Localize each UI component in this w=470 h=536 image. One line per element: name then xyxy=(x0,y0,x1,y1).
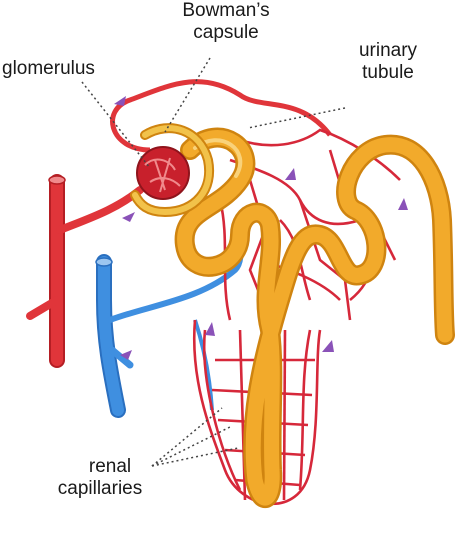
flow-arrow xyxy=(398,198,408,210)
vein-lower-branch xyxy=(108,346,134,369)
flow-arrow xyxy=(122,212,135,222)
tubule-body xyxy=(177,130,453,506)
leader-glomerulus xyxy=(81,81,151,169)
renal-vein xyxy=(95,222,244,418)
label-urinary-tubule-line1: urinary xyxy=(358,40,418,61)
label-glomerulus: glomerulus xyxy=(2,58,95,79)
flow-arrow xyxy=(120,350,132,360)
leader-renal-capillaries-1 xyxy=(151,407,223,467)
glomerulus-coils xyxy=(144,157,181,193)
label-urinary-tubule-line2: tubule xyxy=(362,62,414,83)
glomerulus xyxy=(136,146,190,200)
flow-arrow xyxy=(205,322,215,336)
vein-trunk-fill xyxy=(98,256,124,416)
label-renal-capillaries-line1: renal xyxy=(88,456,132,477)
afferent-arteriole xyxy=(56,186,144,234)
flow-arrows xyxy=(114,96,408,360)
flow-arrow xyxy=(114,96,126,106)
vein-cut-end xyxy=(95,257,113,267)
label-renal-capillaries-line2: capillaries xyxy=(57,478,143,499)
leader-bowmans-capsule xyxy=(164,57,211,133)
renal-artery xyxy=(26,174,144,368)
label-bowmans-capsule-line1: Bowman’s xyxy=(182,0,270,21)
flow-arrow xyxy=(285,168,296,180)
flow-arrow xyxy=(322,340,334,352)
efferent-arteriole xyxy=(110,79,332,153)
urinary-tubule xyxy=(174,127,455,509)
bowmans-capsule-group xyxy=(130,123,215,218)
leader-urinary-tubule xyxy=(247,107,346,129)
leader-lines xyxy=(81,57,346,467)
artery-lower-branch xyxy=(26,296,61,320)
label-renal-capillaries: renal capillaries xyxy=(40,456,160,500)
bowmans-capsule-fill xyxy=(132,125,213,216)
label-bowmans-capsule: Bowman’s capsule xyxy=(174,0,278,44)
label-urinary-tubule: urinary tubule xyxy=(338,40,438,84)
artery-cut-end xyxy=(48,175,66,185)
label-bowmans-capsule-line2: capsule xyxy=(193,22,259,43)
